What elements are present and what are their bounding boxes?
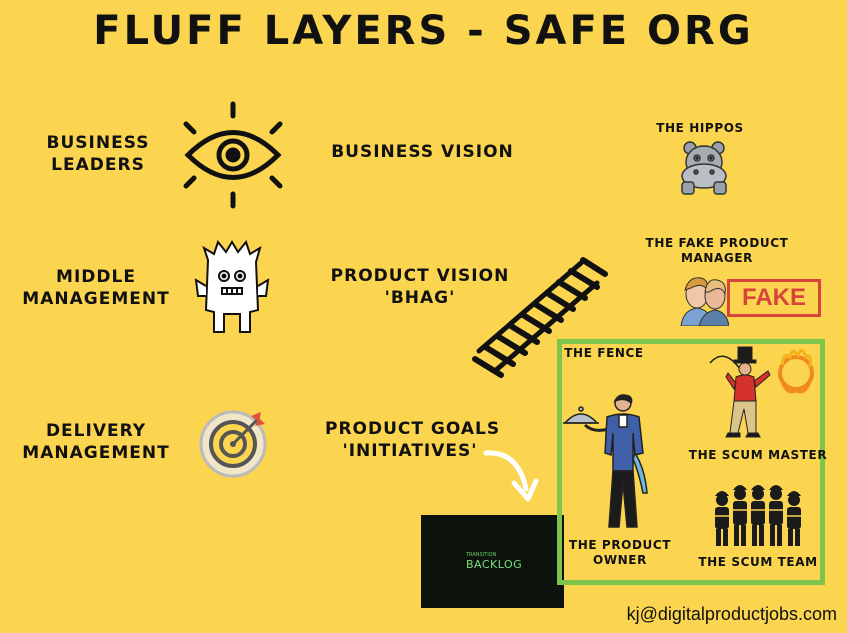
label-line: PRODUCT GOALS [325, 419, 501, 439]
product-owner-label: THE PRODUCT OWNER [565, 538, 675, 568]
business-vision-label: BUSINESS VISION [331, 142, 514, 162]
scrum-team-label: THE SCUM TEAM [698, 555, 818, 569]
label-line: MANAGER [680, 251, 754, 265]
target-icon [199, 410, 267, 478]
fake-pm-label: THE FAKE PRODUCT MANAGER [642, 236, 792, 266]
delivery-management-label: DELIVERY MANAGEMENT [16, 420, 176, 464]
label-line: BUSINESS [46, 133, 150, 153]
scrum-master-label: THE SCUM MASTER [688, 448, 828, 462]
backlog-title: BACKLOG [466, 558, 523, 571]
label-line: OWNER [593, 553, 647, 567]
eye-icon [183, 101, 283, 209]
business-leaders-label: BUSINESS LEADERS [38, 132, 158, 176]
fence-box [557, 339, 825, 585]
middle-management-label: MIDDLE MANAGEMENT [16, 266, 176, 310]
label-line: THE PRODUCT [568, 538, 672, 552]
email-text: kj@digitalproductjobs.com [626, 604, 837, 624]
faces-icon [680, 277, 729, 326]
product-goals-label: PRODUCT GOALS 'INITIATIVES' [325, 418, 501, 462]
label-line: MANAGEMENT [22, 443, 170, 463]
backlog-image: TRANSITION BACKLOG [421, 515, 564, 608]
hippo-icon [681, 141, 727, 195]
curved-arrow-icon [483, 450, 539, 502]
fence-label: THE FENCE [564, 346, 644, 360]
label-line: MANAGEMENT [22, 289, 170, 309]
page-title: FLUFF LAYERS - SAFE ORG [93, 8, 754, 54]
label-line: 'BHAG' [384, 288, 456, 308]
fake-stamp: FAKE [727, 279, 821, 317]
label-line: PRODUCT VISION [330, 266, 510, 286]
label-line: 'INITIATIVES' [342, 441, 478, 461]
workers-team-icon [715, 485, 801, 546]
label-line: MIDDLE [56, 267, 136, 287]
railroad-track-icon [472, 257, 608, 378]
waiter-icon [563, 394, 648, 528]
monster-icon [194, 240, 270, 333]
label-line: LEADERS [51, 155, 145, 175]
hippos-label: THE HIPPOS [656, 121, 744, 135]
backlog-subtitle: TRANSITION [466, 552, 497, 558]
ringmaster-icon [709, 346, 814, 438]
label-line: DELIVERY [45, 421, 147, 441]
product-vision-label: PRODUCT VISION 'BHAG' [330, 265, 510, 309]
label-line: THE FAKE PRODUCT [645, 236, 789, 250]
